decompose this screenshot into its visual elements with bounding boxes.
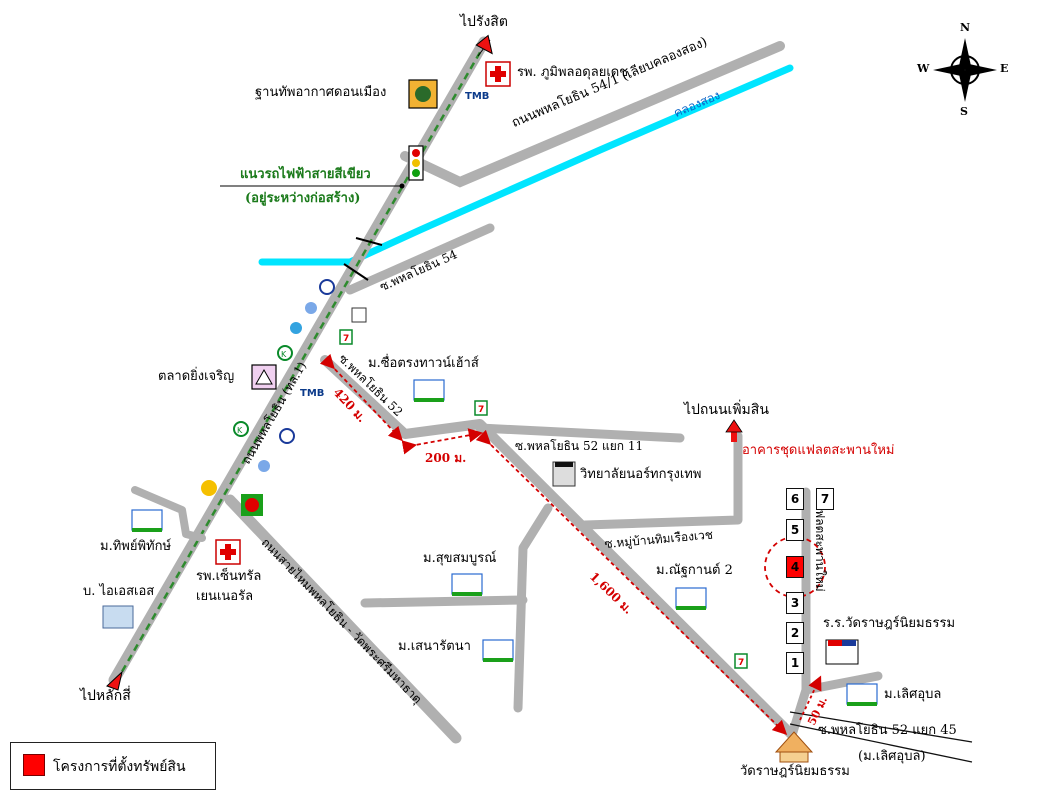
- seven-eleven-icon-3: 7: [734, 653, 748, 669]
- label-school-wat: ร.ร.วัดราษฎร์นิยมธรรม: [823, 616, 956, 631]
- label-temple: วัดราษฎร์นิยมธรรม: [740, 764, 850, 779]
- temple-icon: [774, 731, 814, 763]
- building-4-target: 4: [786, 556, 804, 578]
- village-house-icon-thip: [131, 509, 163, 532]
- bank-lotus-icon: [319, 279, 335, 295]
- college-graduate-icon: [552, 461, 576, 487]
- bridge-bar-2: [343, 263, 369, 281]
- village-house-icon-sena: [482, 639, 514, 662]
- traffic-light-red: [412, 149, 420, 157]
- tmb-logo-icon: TMB: [465, 91, 489, 102]
- building-1: 1: [786, 652, 804, 674]
- road-soi-54: [345, 223, 495, 295]
- compass-w: W: [917, 62, 930, 75]
- label-to-laksi: ไปหลักสี่: [80, 688, 131, 704]
- arrow-rangsit-head: [475, 34, 493, 55]
- legend-swatch: [23, 754, 45, 776]
- seven-eleven-icon-2: 7: [474, 400, 488, 416]
- tmb-logo-icon-2: TMB: [300, 388, 324, 399]
- label-to-phermsin: ไปถนนเพิ่มสิน: [684, 402, 769, 418]
- village-house-icon: [413, 379, 445, 402]
- building-3: 3: [786, 592, 804, 614]
- road-soi-52-45-b: [789, 723, 973, 763]
- village-house-icon-suksom: [451, 573, 483, 596]
- svg-text:K: K: [281, 350, 287, 359]
- bridge-bar: [355, 237, 383, 246]
- label-hospital-central-2: เยนเนอรัล: [196, 589, 254, 604]
- school-icon: [825, 639, 859, 665]
- green-rail-line: [114, 41, 488, 683]
- label-market: ตลาดยิ่งเจริญ: [158, 369, 235, 384]
- compass-e: E: [1000, 62, 1009, 75]
- legend-label: โครงการที่ตั้งทรัพย์สิน: [53, 759, 186, 775]
- distance-420: [319, 353, 403, 442]
- label-green-line-note: (อยู่ระหว่างก่อสร้าง): [245, 191, 361, 206]
- arrow-phermsin-head: [725, 419, 743, 433]
- label-soi-52-45-note: (ม.เลิศอุบล): [858, 749, 926, 764]
- green-line-dot: [399, 183, 405, 189]
- village-house-icon-nat: [675, 587, 707, 610]
- compass-rose-icon: [933, 38, 997, 102]
- road-thip: [131, 486, 206, 542]
- arrow-phermsin-shaft: [731, 432, 737, 442]
- bank-krungsri-icon: [201, 480, 217, 496]
- label-hospital-central: รพ.เซ็นทรัล: [196, 569, 262, 584]
- building-7: 7: [816, 488, 834, 510]
- bank-bluesmall-icon: [305, 302, 317, 314]
- fuel-station-icon: [351, 307, 367, 323]
- label-to-rangsit: ไปรังสิต: [460, 14, 508, 30]
- compass-n: N: [960, 21, 971, 34]
- label-village-lerd: ม.เลิศอุบล: [884, 687, 942, 702]
- road-sai-mai: [224, 494, 462, 744]
- label-village-nat-2: ม.ณัฐกานต์ 2: [656, 563, 733, 578]
- label-green-line: แนวรถไฟฟ้าสายสีเขียว: [240, 167, 371, 182]
- canal-2: [258, 64, 794, 266]
- label-north-bangkok-college: วิทยาลัยนอร์ทกรุงเทพ: [580, 467, 702, 482]
- hospital-cross-icon: [485, 61, 511, 87]
- distance-50: [799, 675, 822, 721]
- svg-text:7: 7: [478, 405, 484, 415]
- label-dist-200: 200 ม.: [425, 451, 467, 465]
- bank-lotus-icon-2: [279, 428, 295, 444]
- distance-1600: [475, 429, 788, 736]
- label-hospital-bhumibol: รพ. ภูมิพลอดุลยเดช: [517, 65, 629, 80]
- hospital-cross-icon-central: [215, 539, 241, 565]
- label-company-ios: บ. ไอเอสเอส: [83, 584, 155, 599]
- road-soi-52-45: [789, 711, 973, 743]
- legend-box: โครงการที่ตั้งทรัพย์สิน: [10, 742, 216, 790]
- road-suksom: [360, 595, 528, 608]
- bank-bluesmall-icon-2: [258, 460, 270, 472]
- label-condo-project: อาคารชุดแฟลตสะพานใหม่: [742, 443, 895, 458]
- label-soi-52-11: ซ.พหลโยธิน 52 แยก 11: [515, 439, 644, 453]
- label-village-chue-trong: ม.ซื่อตรงทาวน์เฮ้าส์: [368, 356, 479, 371]
- traffic-light-yellow: [412, 159, 420, 167]
- seven-eleven-icon: 7: [339, 329, 353, 345]
- village-house-icon-lerd: [846, 683, 878, 706]
- building-2: 2: [786, 622, 804, 644]
- svg-text:7: 7: [738, 658, 744, 668]
- traffic-light-green: [412, 169, 420, 177]
- building-6: 6: [786, 488, 804, 510]
- company-building-icon: [102, 605, 134, 629]
- bank-krungthai-icon: [290, 322, 302, 334]
- label-airforce-base: ฐานทัพอากาศดอนเมือง: [255, 85, 387, 100]
- label-village-suksom: ม.สุขสมบูรณ์: [423, 551, 497, 566]
- road-soi-52-11: [475, 423, 685, 443]
- svg-text:K: K: [237, 426, 243, 435]
- bank-kbank-icon-2: K: [233, 421, 249, 437]
- svg-text:7: 7: [343, 334, 349, 344]
- bigc-icon: [241, 494, 263, 516]
- label-village-thip: ม.ทิพย์พิทักษ์: [100, 539, 172, 554]
- label-village-sena: ม.เสนารัตนา: [398, 639, 471, 654]
- road-branch-west: [513, 503, 553, 713]
- building-5: 5: [786, 519, 804, 541]
- bank-kbank-icon: K: [277, 345, 293, 361]
- arrow-laksi-head: [106, 670, 123, 691]
- road-lerd-branch: [787, 671, 883, 740]
- label-soi-52-45: ซ.พหลโยธิน 52 แยก 45: [818, 723, 957, 738]
- compass-s: S: [960, 105, 968, 118]
